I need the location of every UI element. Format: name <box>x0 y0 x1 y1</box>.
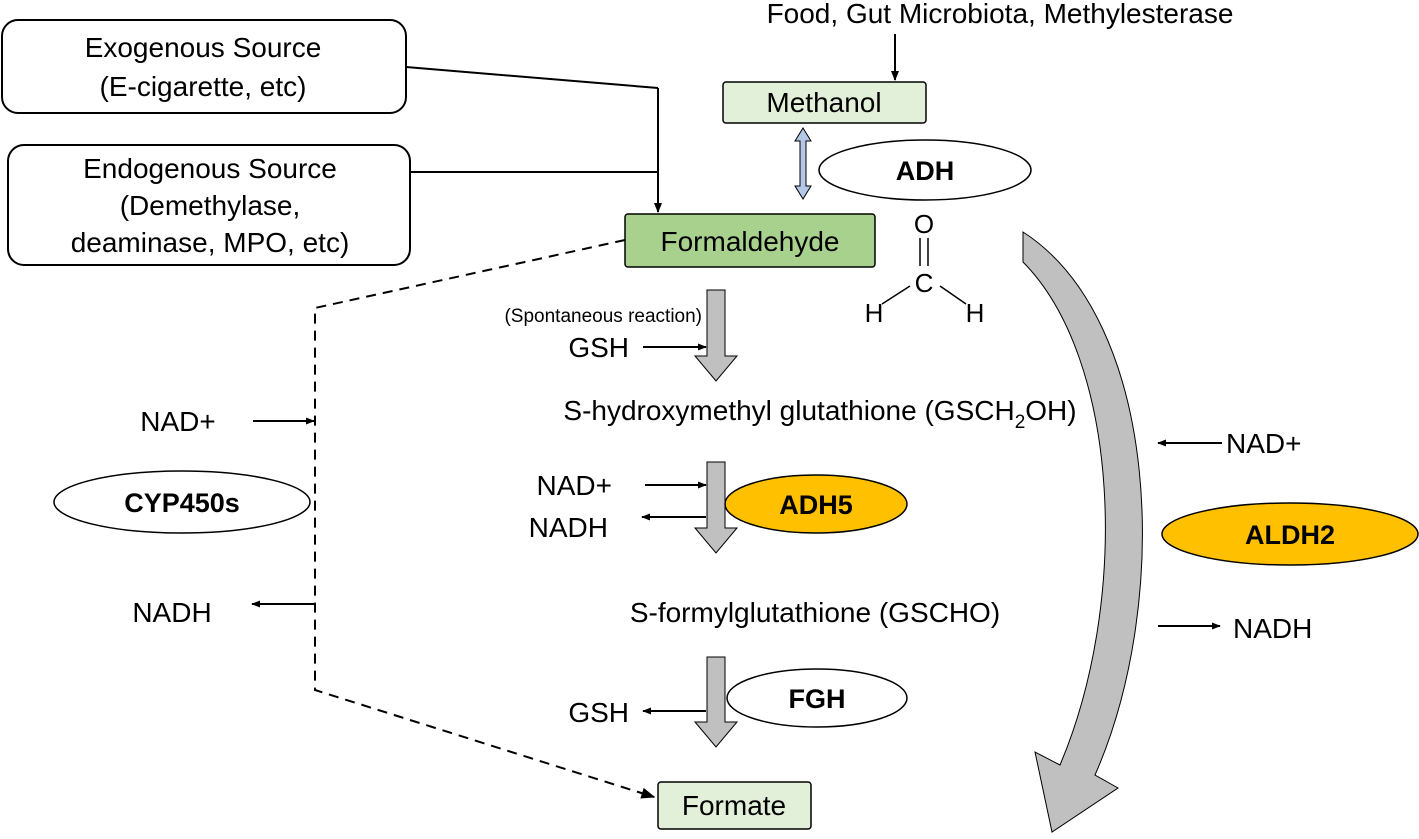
nad-adh5-label: NAD+ <box>537 470 612 501</box>
exogenous-connector <box>405 66 659 89</box>
nadh-adh5-label: NADH <box>529 512 608 543</box>
s-formylglutathione-label: S-formylglutathione (GSCHO) <box>630 597 1000 628</box>
exogenous-source-box: Exogenous Source (E-cigarette, etc) <box>1 19 407 114</box>
aldh2-enzyme: ALDH2 <box>1161 502 1419 566</box>
methanol-label: Methanol <box>766 87 881 118</box>
cyp450-dashed-pathway <box>314 239 656 799</box>
adh-double-arrow <box>794 127 812 200</box>
adh-enzyme: ADH <box>818 139 1032 201</box>
endogenous-source-title: Endogenous Source <box>83 153 337 184</box>
gsh-output-label: GSH <box>568 697 629 728</box>
aldh2-curved-arrow <box>1022 231 1143 833</box>
spontaneous-reaction-arrow <box>693 289 739 382</box>
cyp450-enzyme: CYP450s <box>53 470 311 534</box>
nad-cyp-label: NAD+ <box>140 406 215 437</box>
formaldehyde-structure: O C H H <box>865 209 985 328</box>
oxygen-atom: O <box>914 209 934 239</box>
adh5-reaction-arrow <box>693 461 739 554</box>
endogenous-source-box: Endogenous Source (Demethylase, deaminas… <box>7 144 411 266</box>
cyp450-label: CYP450s <box>124 488 240 518</box>
s-hydroxymethyl-glutathione-label: S-hydroxymethyl glutathione (GSCH2OH) <box>563 395 1076 433</box>
hydrogen-atom-left: H <box>865 298 884 328</box>
adh5-enzyme: ADH5 <box>724 474 908 534</box>
spontaneous-reaction-label: (Spontaneous reaction) <box>504 306 702 327</box>
methanol-box: Methanol <box>722 81 927 124</box>
gsh-input-label: GSH <box>568 332 629 363</box>
endogenous-source-examples-line2: deaminase, MPO, etc) <box>71 227 350 258</box>
fgh-reaction-arrow <box>693 656 739 748</box>
fgh-enzyme: FGH <box>726 668 908 728</box>
exogenous-source-examples: (E-cigarette, etc) <box>100 71 307 102</box>
adh5-label: ADH5 <box>779 490 853 520</box>
endogenous-source-examples-line1: (Demethylase, <box>120 190 301 221</box>
formate-box: Formate <box>657 781 812 830</box>
fgh-label: FGH <box>789 684 846 714</box>
nad-aldh2-label: NAD+ <box>1226 428 1301 459</box>
formaldehyde-label: Formaldehyde <box>661 226 840 257</box>
carbon-atom: C <box>915 268 934 298</box>
adh-label: ADH <box>896 156 955 186</box>
formaldehyde-box: Formaldehyde <box>624 213 876 268</box>
food-microbiota-label: Food, Gut Microbiota, Methylesterase <box>767 0 1234 29</box>
exogenous-source-title: Exogenous Source <box>85 32 322 63</box>
formate-label: Formate <box>682 790 786 821</box>
aldh2-label: ALDH2 <box>1245 520 1335 550</box>
nadh-aldh2-label: NADH <box>1233 613 1312 644</box>
nadh-cyp-label: NADH <box>132 597 211 628</box>
hydrogen-atom-right: H <box>966 298 985 328</box>
